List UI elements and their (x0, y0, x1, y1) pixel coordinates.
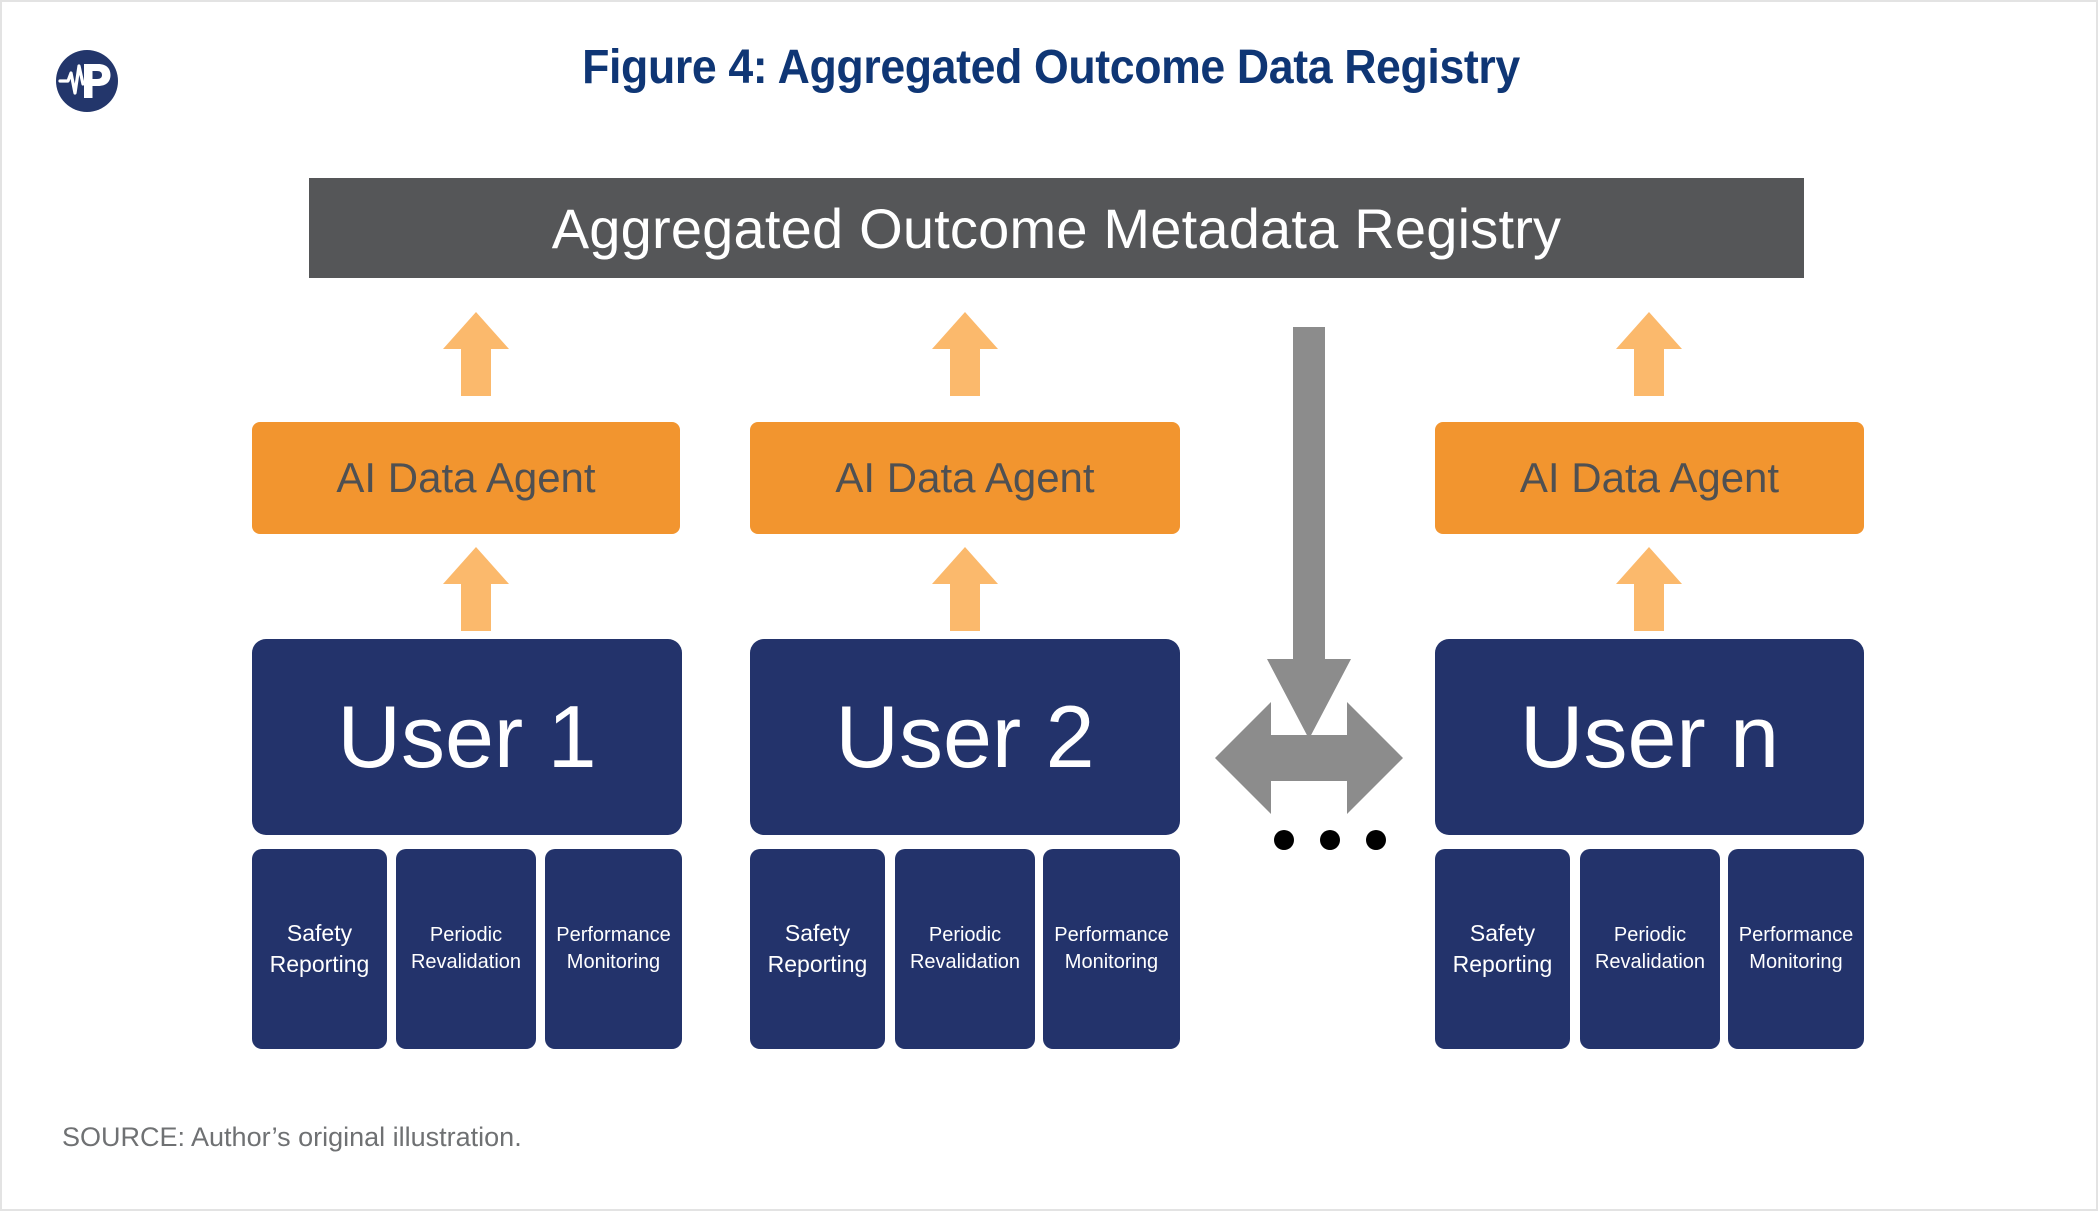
agent-to-registry-arrow-3 (1616, 312, 1682, 401)
sub-box-line1: Periodic (928, 924, 1002, 946)
user-box-3[interactable]: User n (1435, 639, 1864, 835)
sub-box-line1: Periodic (429, 924, 503, 946)
sub-box-line2: Reporting (269, 951, 370, 977)
sub-box-line2: Monitoring (1749, 951, 1843, 973)
agent-to-registry-arrow-1 (443, 312, 509, 401)
sub-box-line2: Reporting (1452, 951, 1553, 977)
sub-box-line1: Performance (1738, 924, 1854, 946)
ellipsis-dot (1366, 830, 1386, 850)
registry-to-users-arrow (1267, 327, 1351, 744)
user-box-1[interactable]: User 1 (252, 639, 682, 835)
ellipsis-dots (1274, 830, 1386, 850)
ai-data-agent-label-3: AI Data Agent (1519, 454, 1780, 501)
user-to-agent-arrow-3 (1616, 547, 1682, 636)
sub-box-line1: Safety (784, 919, 851, 946)
sub-box-line1: Safety (1469, 919, 1536, 946)
sub-box-line1: Safety (286, 919, 353, 946)
source-note: SOURCE: Author’s original illustration. (62, 1122, 522, 1152)
sub-box-line2: Revalidation (1594, 951, 1706, 973)
sub-box-line1: Performance (556, 924, 671, 946)
sub-box-line1: Performance (1054, 924, 1169, 946)
user-to-agent-arrow-1 (443, 547, 509, 636)
sub-box-line2: Monitoring (566, 951, 661, 973)
user-label-2: User 2 (835, 687, 1095, 786)
user-label-1: User 1 (337, 687, 597, 786)
aggregated-outcome-metadata-registry-bar: Aggregated Outcome Metadata Registry (309, 178, 1804, 278)
sub-box-line2: Monitoring (1064, 951, 1159, 973)
user-to-agent-arrow-2 (932, 547, 998, 636)
registry-label: Aggregated Outcome Metadata Registry (551, 196, 1562, 260)
ellipsis-dot (1320, 830, 1340, 850)
ai-data-agent-box-3[interactable]: AI Data Agent (1435, 422, 1864, 534)
ai-data-agent-box-1[interactable]: AI Data Agent (252, 422, 680, 534)
sub-box-line2: Revalidation (410, 951, 522, 973)
sub-box-line2: Reporting (767, 951, 868, 977)
ellipsis-dot (1274, 830, 1294, 850)
user-to-user-arrow (1215, 702, 1403, 819)
user-box-2[interactable]: User 2 (750, 639, 1180, 835)
agent-to-registry-arrow-2 (932, 312, 998, 401)
pulse-p-logo-icon (54, 48, 120, 114)
sub-box-line2: Revalidation (909, 951, 1021, 973)
ai-data-agent-label-1: AI Data Agent (336, 454, 596, 501)
ai-data-agent-label-2: AI Data Agent (835, 454, 1095, 501)
sub-box-line1: Periodic (1613, 924, 1687, 946)
user-label-3: User n (1519, 687, 1780, 786)
figure-title: Figure 4: Aggregated Outcome Data Regist… (582, 41, 1520, 94)
ai-data-agent-box-2[interactable]: AI Data Agent (750, 422, 1180, 534)
